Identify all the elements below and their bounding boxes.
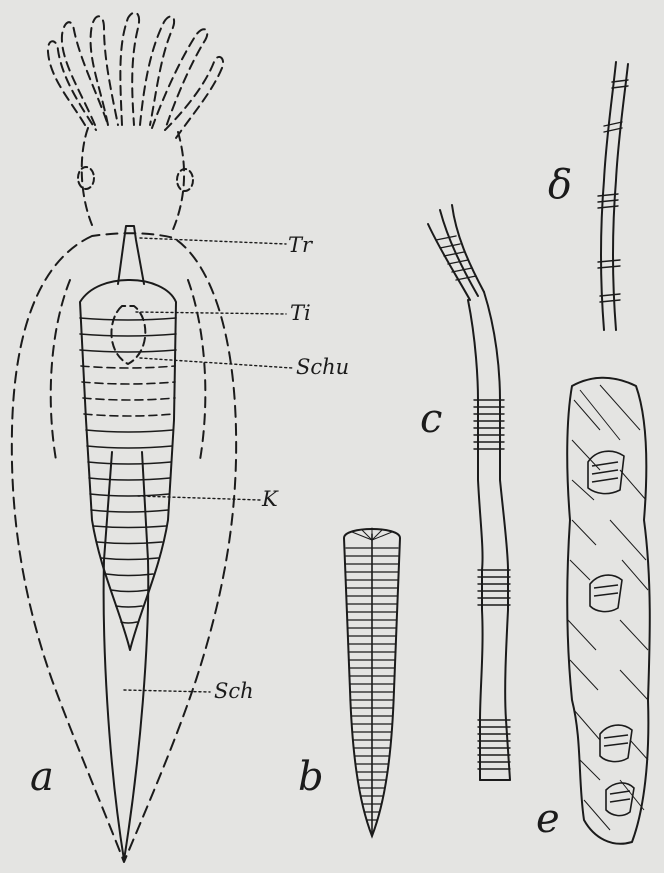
panel-label-a: a (30, 754, 54, 800)
panel-label-b: b (298, 754, 324, 800)
label-tr: Tr (288, 233, 314, 257)
label-k: K (261, 487, 279, 511)
label-sch: Sch (214, 679, 254, 703)
panel-label-c: c (420, 396, 442, 442)
panel-label-e: e (536, 796, 560, 842)
label-ti: Ti (290, 301, 311, 325)
panel-label-d: δ (548, 162, 572, 208)
label-schu: Schu (296, 355, 349, 379)
